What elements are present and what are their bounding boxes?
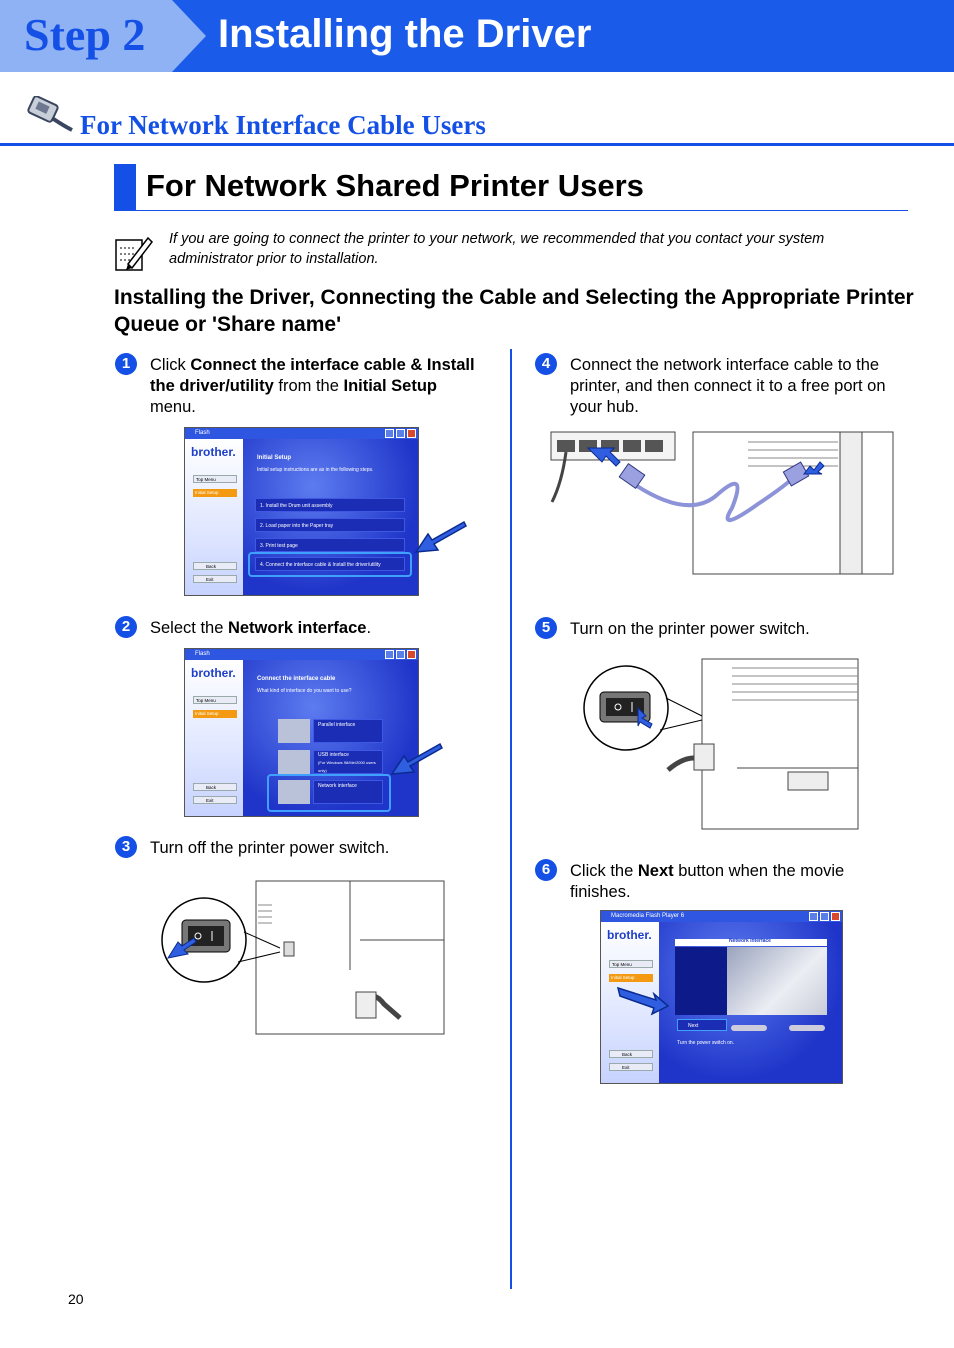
top-menu-button[interactable]: Top Menu xyxy=(193,475,237,483)
parallel-interface-option[interactable]: Parallel interface xyxy=(313,719,383,743)
screenshot-connect-interface: Flash brother. Top Menu Initial Setup Ba… xyxy=(184,648,419,817)
minimize-icon xyxy=(385,429,394,438)
title-strip xyxy=(675,939,827,946)
next-button[interactable]: Next xyxy=(677,1019,727,1031)
step-tab xyxy=(0,0,206,72)
initial-setup-button[interactable]: Initial Setup xyxy=(609,974,653,982)
maximize-icon xyxy=(820,912,829,921)
parallel-cable-image xyxy=(278,719,310,743)
initial-setup-button[interactable]: Initial Setup xyxy=(193,489,237,497)
back-button[interactable]: Back xyxy=(193,562,237,570)
screen-subheading: What kind of interface do you want to us… xyxy=(257,688,352,694)
step-number-2: 2 xyxy=(115,616,137,638)
exit-button[interactable]: Exit xyxy=(609,1063,653,1071)
column-divider xyxy=(510,349,512,1289)
screen-heading: Connect the interface cable xyxy=(257,676,336,682)
pointer-arrow-icon xyxy=(390,742,443,775)
window-titlebar: Flash xyxy=(185,428,418,439)
setup-item-3[interactable]: 3. Print test page xyxy=(255,538,405,552)
maximize-icon xyxy=(396,429,405,438)
exit-button[interactable]: Exit xyxy=(193,796,237,804)
usb-cable-image xyxy=(278,750,310,774)
step-2-text: Select the Network interface. xyxy=(150,619,372,637)
setup-item-1[interactable]: 1. Install the Drum unit assembly xyxy=(255,498,405,512)
top-menu-button[interactable]: Top Menu xyxy=(193,696,237,704)
subsection-marker xyxy=(114,164,136,211)
playback-controls[interactable] xyxy=(731,1025,767,1031)
window-main: Network interface Next Turn the power sw… xyxy=(659,922,842,1083)
section-title: For Network Interface Cable Users xyxy=(80,110,486,140)
highlight-ring xyxy=(267,774,391,812)
pointer-arrow-icon xyxy=(616,986,670,1016)
step-4-text: Connect the network interface cable to t… xyxy=(570,356,886,416)
window-titlebar: Macromedia Flash Player 6 xyxy=(601,911,842,922)
screen-heading: Network interface xyxy=(729,938,771,944)
back-button[interactable]: Back xyxy=(609,1050,653,1058)
top-menu-button[interactable]: Top Menu xyxy=(609,960,653,968)
brother-logo: brother. xyxy=(191,445,236,459)
brother-logo: brother. xyxy=(191,666,236,680)
highlight-ring xyxy=(248,552,412,577)
minimize-icon xyxy=(809,912,818,921)
network-cable-illustration xyxy=(550,431,894,575)
screen-subheading: Initial setup instructions are as in the… xyxy=(257,467,374,473)
section-rule xyxy=(0,143,954,146)
close-icon xyxy=(407,650,416,659)
printer-switch-off-illustration xyxy=(161,880,445,1035)
step-1-text: Click Connect the interface cable & Inst… xyxy=(150,356,475,416)
step-number-3: 3 xyxy=(115,836,137,858)
volume-controls[interactable] xyxy=(789,1025,825,1031)
minimize-icon xyxy=(385,650,394,659)
window-main: Connect the interface cable What kind of… xyxy=(243,660,418,816)
step-number-1: 1 xyxy=(115,353,137,375)
main-heading: Installing the Driver, Connecting the Ca… xyxy=(114,286,914,336)
setup-item-4[interactable]: 4. Connect the interface cable & Install… xyxy=(255,557,405,571)
window-main: Initial Setup Initial setup instructions… xyxy=(243,439,418,595)
movie-caption: Turn the power switch on. xyxy=(677,1040,735,1046)
step-5-text: Turn on the printer power switch. xyxy=(570,620,810,638)
step-label: Step 2 xyxy=(24,9,146,60)
window-titlebar: Flash xyxy=(185,649,418,660)
step-number-6: 6 xyxy=(535,859,557,881)
usb-interface-option[interactable]: USB interface(For Windows 98/Me/2000 use… xyxy=(313,750,383,774)
movie-dark-panel xyxy=(675,947,727,1015)
step-number-5: 5 xyxy=(535,617,557,639)
setup-item-2[interactable]: 2. Load paper into the Paper tray xyxy=(255,518,405,532)
initial-setup-button[interactable]: Initial Setup xyxy=(193,710,237,718)
window-sidebar: brother. Top Menu Initial Setup Back Exi… xyxy=(601,922,659,1083)
subsection-title: For Network Shared Printer Users xyxy=(146,168,644,203)
subsection-rule xyxy=(114,210,908,211)
screen-heading: Initial Setup xyxy=(257,455,292,461)
network-interface-option[interactable]: Network interface xyxy=(313,780,383,804)
network-cable-icon xyxy=(27,96,73,132)
close-icon xyxy=(407,429,416,438)
back-button[interactable]: Back xyxy=(193,783,237,791)
pointer-arrow-icon xyxy=(414,520,467,553)
close-icon xyxy=(831,912,840,921)
step-6-text: Click the Next button when the movie fin… xyxy=(570,862,845,901)
window-sidebar: brother. Top Menu Initial Setup Back Exi… xyxy=(185,439,243,595)
page-number: 20 xyxy=(68,1291,84,1307)
movie-frame xyxy=(727,947,827,1015)
screenshot-initial-setup: Flash brother. Top Menu Initial Setup Ba… xyxy=(184,427,419,596)
brother-logo: brother. xyxy=(607,928,652,942)
step-number-4: 4 xyxy=(535,353,557,375)
exit-button[interactable]: Exit xyxy=(193,575,237,583)
network-cable-image xyxy=(278,780,310,804)
maximize-icon xyxy=(396,650,405,659)
window-sidebar: brother. Top Menu Initial Setup Back Exi… xyxy=(185,660,243,816)
note-pencil-icon xyxy=(115,236,153,271)
note-text: If you are going to connect the printer … xyxy=(169,231,825,267)
printer-switch-on-illustration xyxy=(583,658,859,830)
header-title: Installing the Driver xyxy=(218,12,592,56)
step-3-text: Turn off the printer power switch. xyxy=(150,839,390,857)
